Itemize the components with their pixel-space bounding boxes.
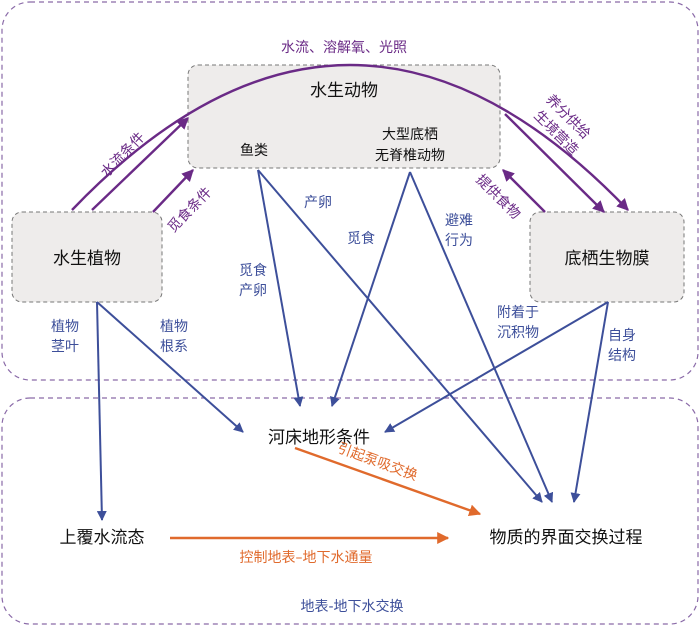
label-forage-spawn-1: 觅食 bbox=[239, 262, 267, 279]
label-flow-condition: 水流条件 bbox=[97, 129, 148, 181]
arrow-benthos-bed bbox=[330, 171, 411, 407]
label-top-arc: 水流、溶解氧、光照 bbox=[281, 40, 407, 56]
arrow-forage-condition bbox=[152, 169, 194, 213]
region-bottom bbox=[1, 397, 699, 625]
arrow-nutrient bbox=[504, 113, 605, 213]
label-self-2: 结构 bbox=[608, 348, 636, 364]
label-region-bottom: 地表-地下水交换 bbox=[300, 598, 403, 615]
arrow-biofilm-exchange bbox=[570, 301, 609, 503]
label-food: 提供食物 bbox=[472, 171, 524, 223]
arrow-food bbox=[502, 169, 546, 213]
label-forage: 觅食 bbox=[347, 230, 375, 247]
label-bed: 河床地形条件 bbox=[268, 428, 370, 448]
node-animals bbox=[187, 64, 501, 169]
region-top bbox=[1, 1, 699, 381]
label-root-2: 根系 bbox=[160, 339, 188, 355]
label-fish: 鱼类 bbox=[240, 142, 268, 159]
label-self-1: 自身 bbox=[608, 328, 636, 344]
label-attach-1: 附着于 bbox=[497, 305, 539, 321]
arrow-pump bbox=[294, 446, 482, 517]
label-root-1: 植物 bbox=[160, 319, 188, 335]
label-refuge-1: 避难 bbox=[445, 213, 473, 229]
label-control: 控制地表–地下水通量 bbox=[240, 550, 373, 566]
label-exchange: 物质的界面交换过程 bbox=[490, 528, 643, 548]
label-forage-spawn-2: 产卵 bbox=[239, 283, 267, 299]
label-benthos-2: 无脊椎动物 bbox=[375, 148, 445, 164]
arrow-top-arc bbox=[71, 63, 629, 211]
arrow-benthos-exchange bbox=[409, 171, 554, 503]
label-spawn: 产卵 bbox=[304, 195, 332, 211]
label-biofilm: 底栖生物膜 bbox=[565, 249, 650, 269]
node-plants bbox=[11, 211, 163, 303]
label-refuge-2: 行为 bbox=[445, 233, 473, 249]
label-stem-1: 植物 bbox=[51, 319, 79, 335]
label-plants: 水生植物 bbox=[53, 249, 121, 269]
arrow-flow-condition bbox=[91, 117, 189, 211]
arrow-plant-root bbox=[96, 301, 244, 433]
arrow-fish-exchange bbox=[257, 169, 543, 503]
arrow-plant-stem bbox=[96, 301, 107, 521]
label-stem-2: 茎叶 bbox=[51, 339, 79, 355]
arrow-fish-bed bbox=[257, 169, 304, 407]
label-attach-2: 沉积物 bbox=[497, 325, 539, 341]
label-benthos-1: 大型底栖 bbox=[382, 127, 438, 143]
label-flow: 上覆水流态 bbox=[60, 528, 145, 548]
arrow-biofilm-bed bbox=[384, 301, 609, 433]
label-animals: 水生动物 bbox=[310, 81, 378, 101]
